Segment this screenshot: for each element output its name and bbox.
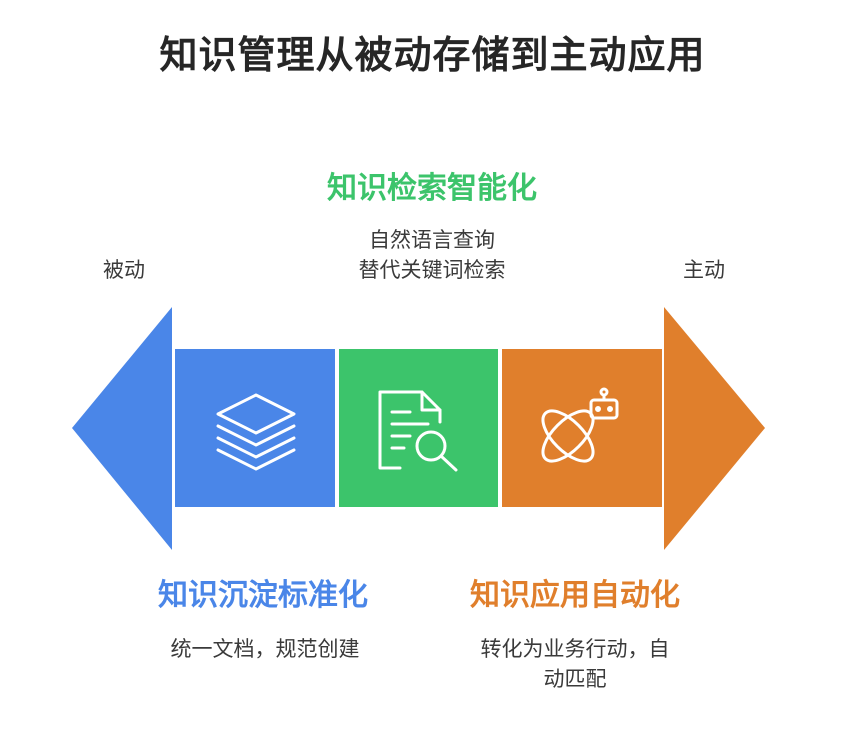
- desc-line: 动匹配: [543, 667, 607, 691]
- page-title: 知识管理从被动存储到主动应用: [159, 33, 706, 77]
- robot-atom-icon: [541, 387, 619, 463]
- stage-block-retrieval: [339, 349, 498, 507]
- active-label: 主动: [683, 258, 725, 282]
- stage-heading-standardization: 知识沉淀标准化: [158, 578, 368, 613]
- stage-block-standardization: [175, 349, 335, 507]
- stage-heading-application: 知识应用自动化: [470, 578, 680, 613]
- desc-line: 自然语言查询: [369, 228, 495, 252]
- desc-line: 统一文档，规范创建: [170, 637, 360, 661]
- right-arrow-head: [664, 307, 765, 550]
- desc-line: 替代关键词检索: [358, 258, 506, 282]
- passive-label: 被动: [103, 258, 145, 282]
- desc-line: 转化为业务行动，自: [480, 637, 670, 661]
- stage-heading-retrieval: 知识检索智能化: [327, 171, 537, 206]
- left-arrow-head: [72, 307, 172, 550]
- stage-desc-retrieval: 自然语言查询 替代关键词检索: [300, 225, 564, 285]
- document-search-icon: [378, 390, 458, 472]
- layers-icon: [216, 393, 296, 471]
- stage-desc-application: 转化为业务行动，自 动匹配: [440, 634, 710, 694]
- stage-desc-standardization: 统一文档，规范创建: [130, 634, 400, 664]
